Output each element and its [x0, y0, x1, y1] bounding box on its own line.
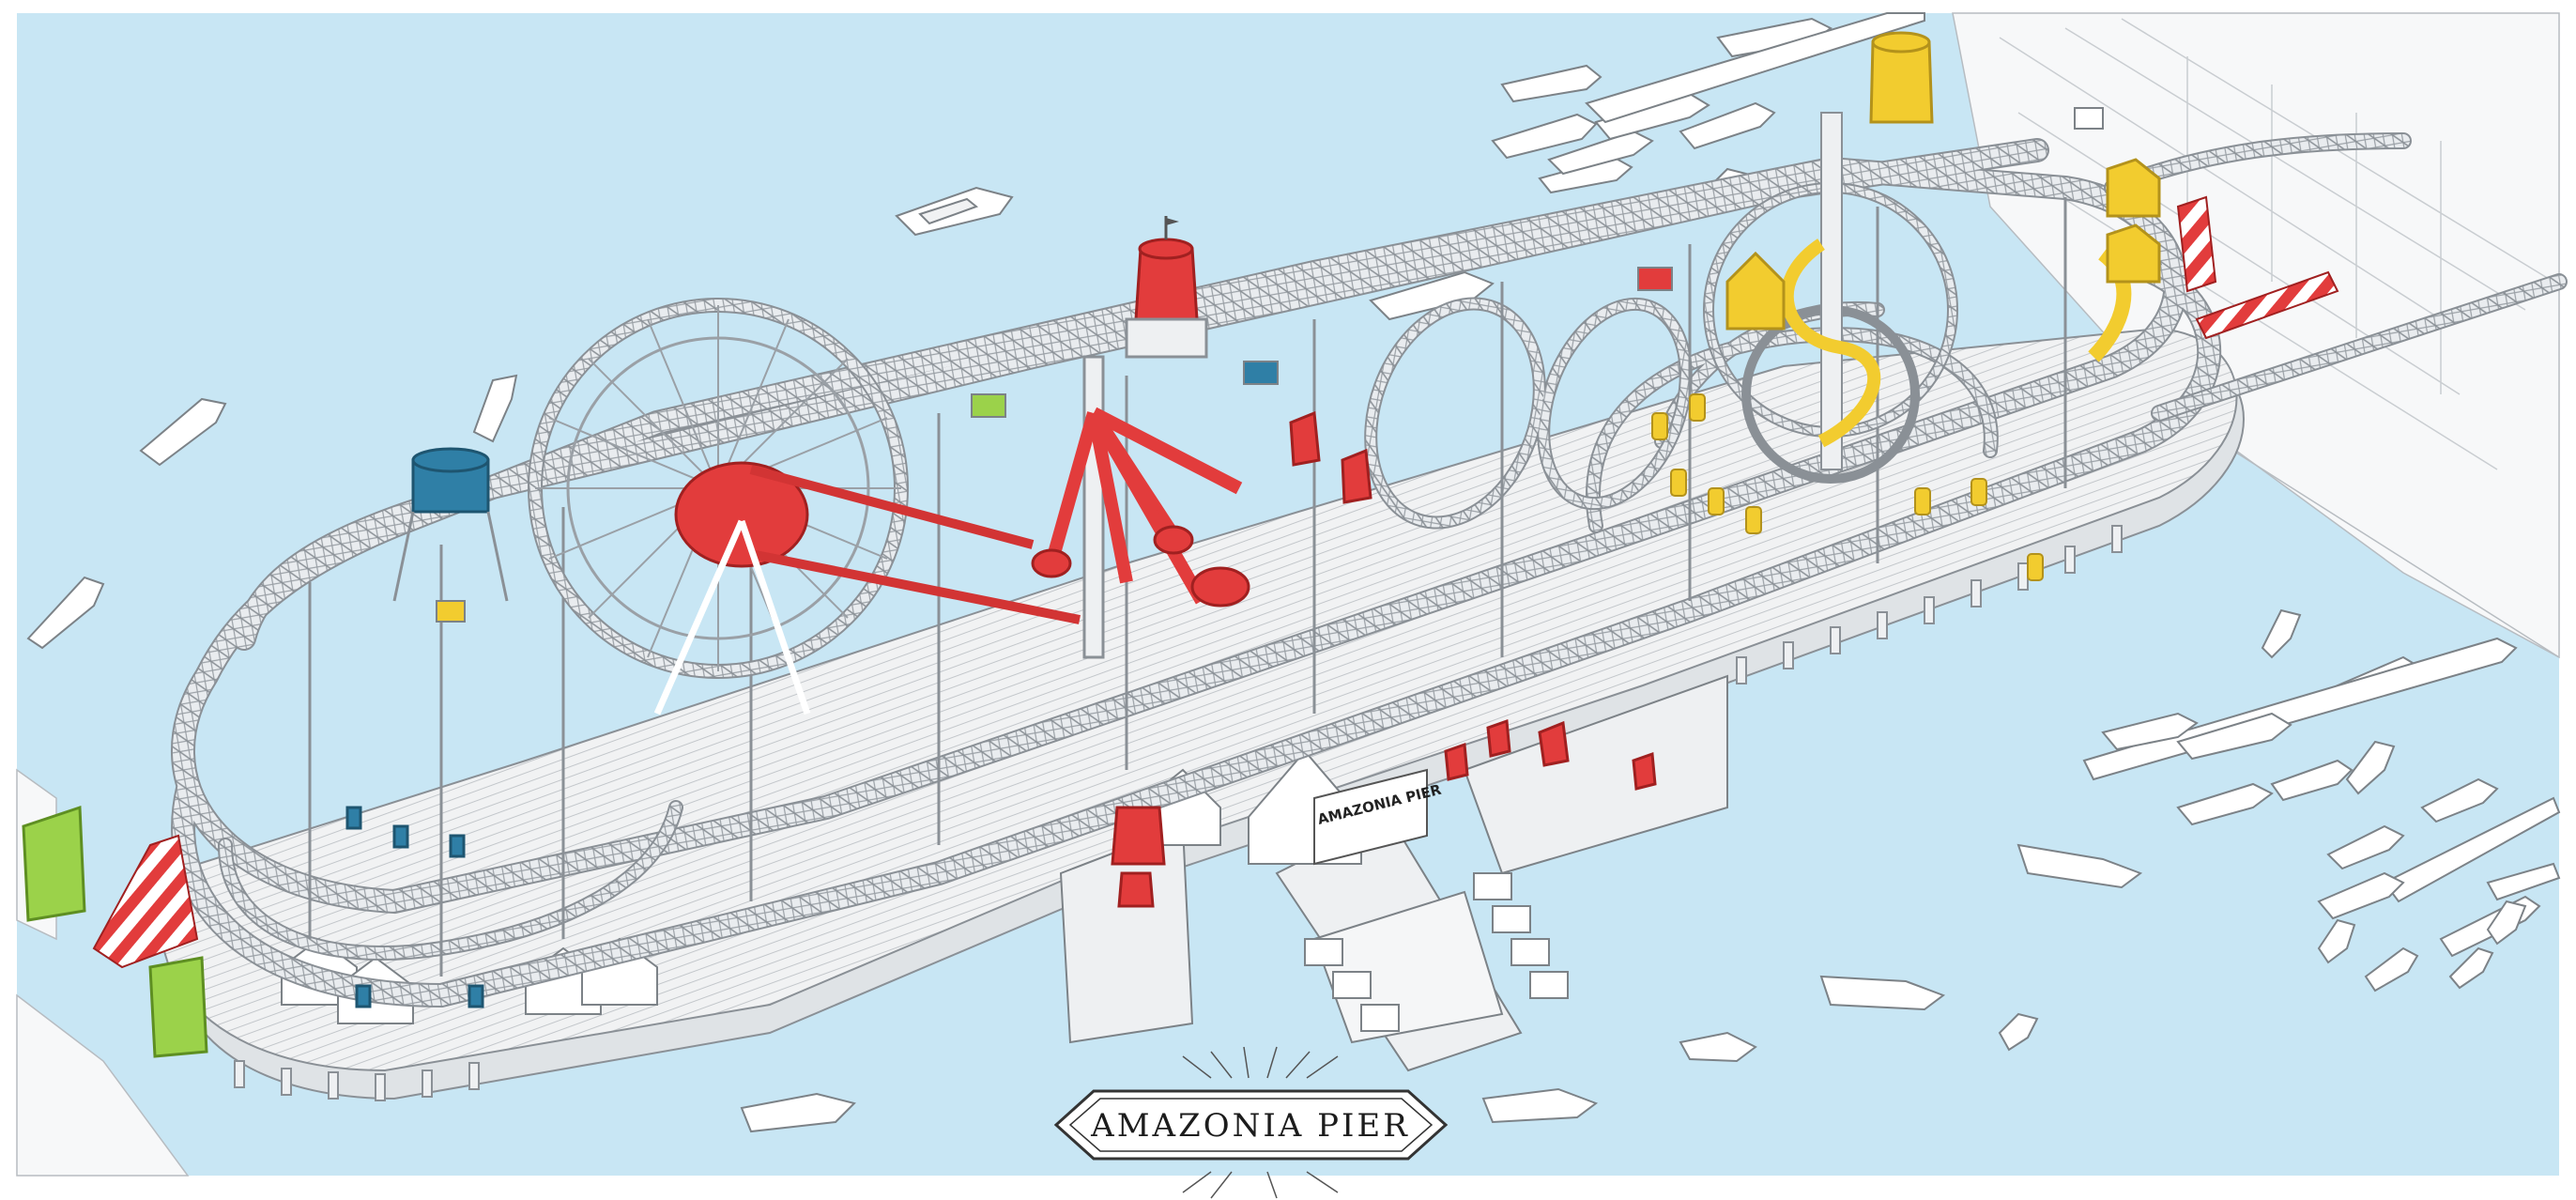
boat-icon [2486, 900, 2527, 946]
boat-icon [2326, 824, 2405, 870]
boat-icon [1679, 101, 1776, 150]
pier-sign: AMAZONIA PIER [1313, 768, 1444, 866]
boat-icon [2176, 782, 2274, 826]
boat-icon [2448, 946, 2494, 990]
boat-icon [2176, 712, 2292, 761]
boat-icon [1679, 1031, 1757, 1063]
boat-icon [1500, 64, 1602, 103]
boat-icon [2016, 843, 2143, 889]
boat-icon [1585, 12, 1925, 124]
boat-icon [1369, 270, 1495, 321]
water-tower-icon [22, 31, 2161, 1058]
boat-icon [2101, 712, 2199, 751]
boat-icon [2261, 608, 2302, 659]
ferris-wheel-icon [528, 298, 1081, 715]
coaster-cars [436, 107, 2104, 623]
boat-icon [2317, 918, 2356, 964]
boat-icon [2486, 862, 2561, 901]
boat-icon [1819, 975, 1946, 1011]
red-octopus-ride [1031, 355, 1250, 659]
boat-icon [2364, 946, 2419, 992]
helter-skelter-icon [92, 195, 2339, 969]
boat-icon [139, 397, 227, 467]
boat-icon [26, 576, 105, 650]
boat-icon [1491, 113, 1598, 160]
boat-icon [472, 374, 518, 443]
boat-icon [2383, 796, 2561, 903]
boat-icon [2420, 777, 2499, 823]
boat-icon [1998, 1012, 2039, 1052]
boat-icon [740, 1092, 856, 1133]
boat-icon [1481, 1087, 1599, 1124]
boat-icon [2270, 759, 2354, 802]
yellow-tower-ride [1651, 112, 2132, 581]
boat-icon [895, 186, 1014, 237]
lower-docks [281, 674, 1728, 1072]
title-plaque-text: AMAZONIA PIER [1090, 1107, 1410, 1145]
boat-icon [2317, 871, 2405, 920]
title-plaque: AMAZONIA PIER [1053, 1046, 1449, 1199]
boat-icon [2345, 740, 2396, 795]
